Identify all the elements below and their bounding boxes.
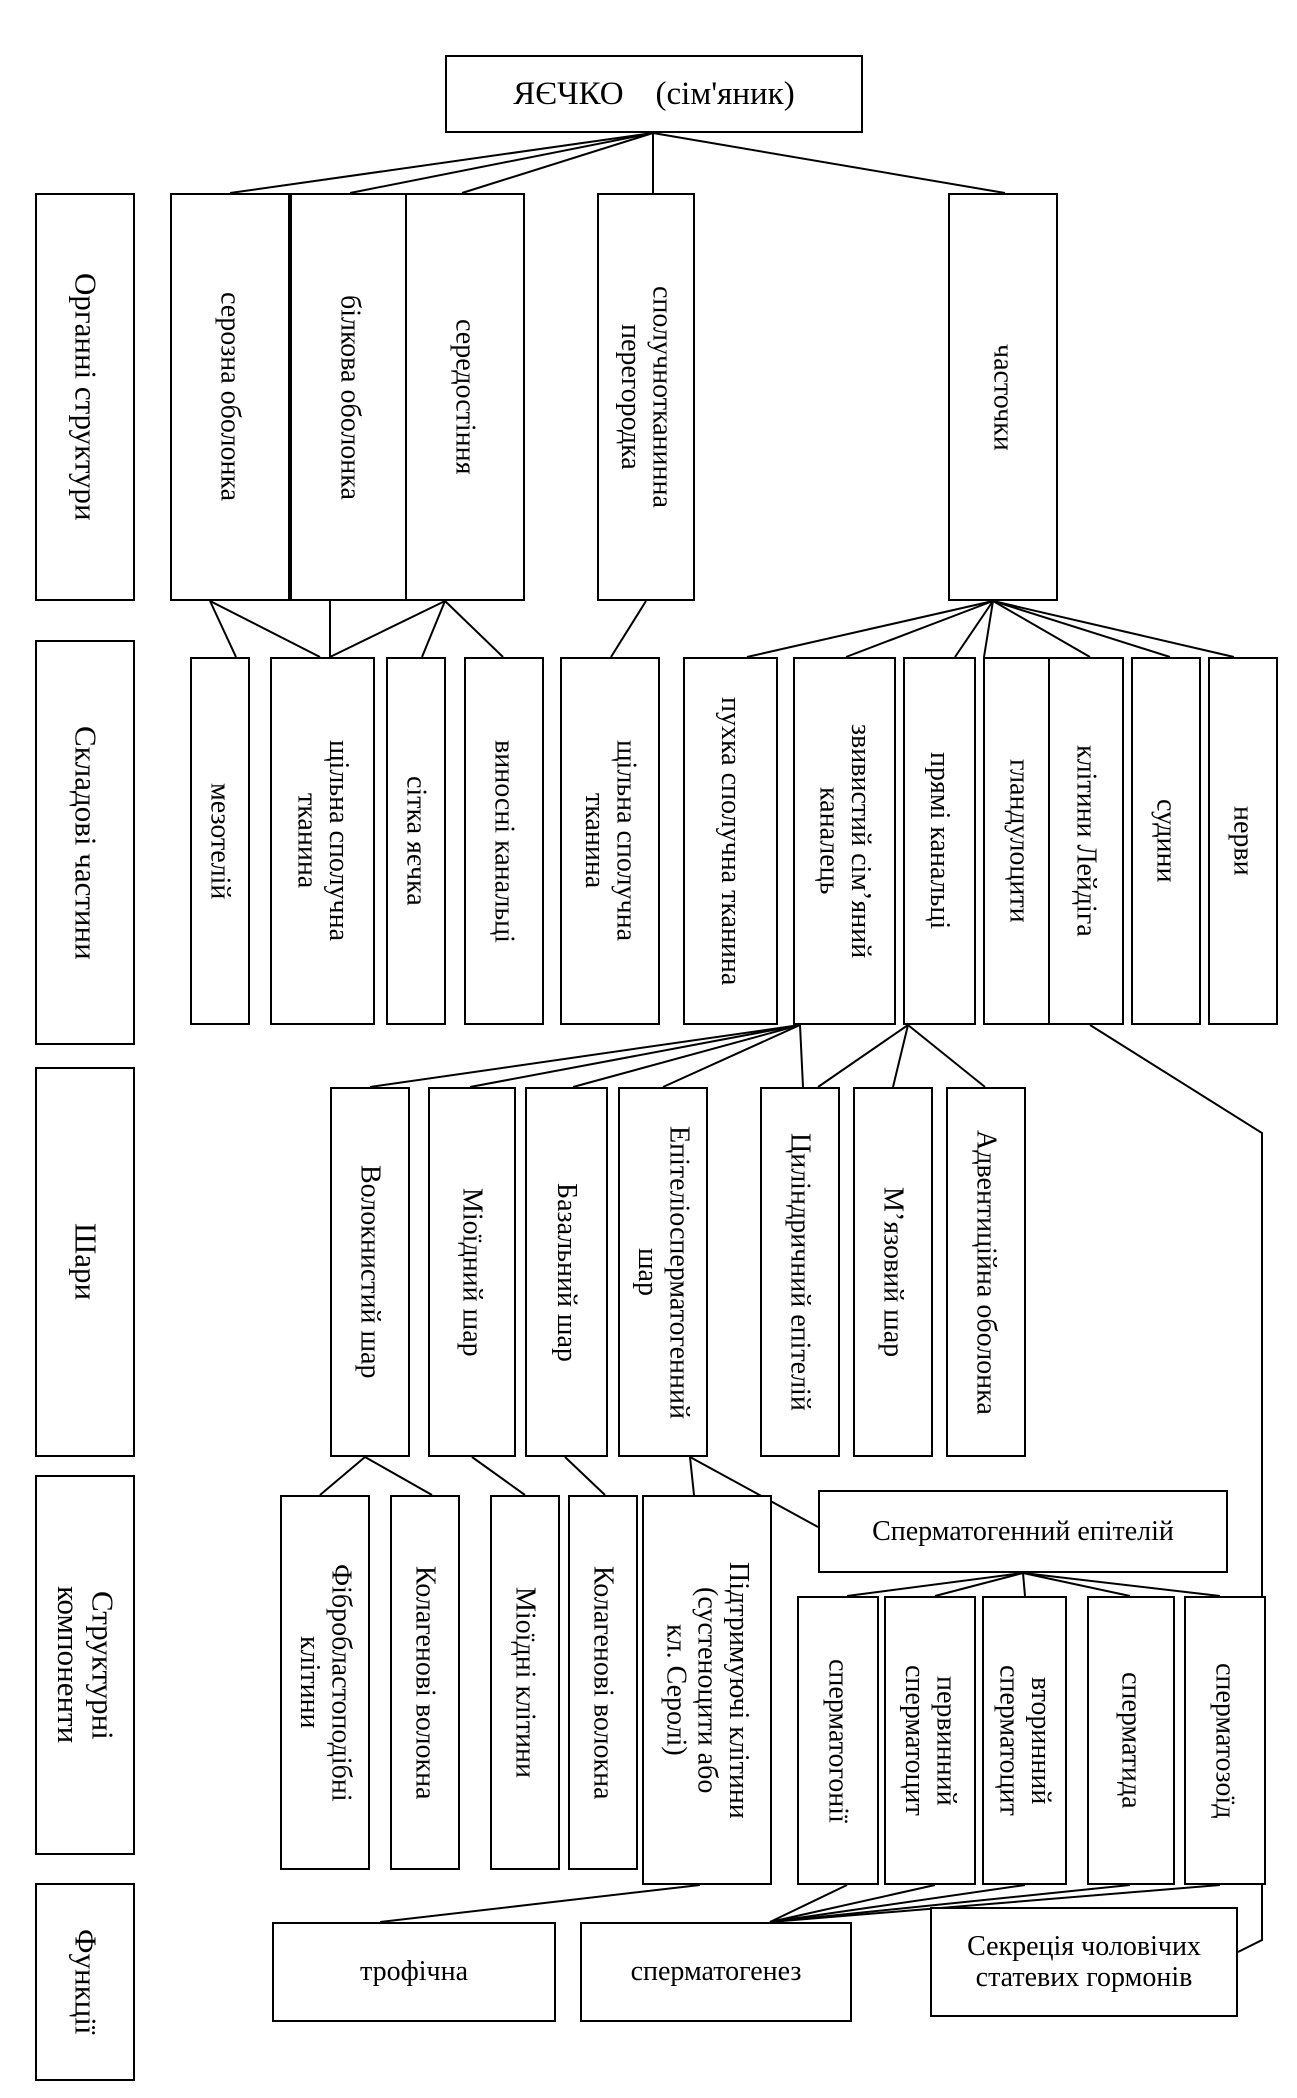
row-label-components: Складові частини (35, 640, 135, 1045)
struct-collagen-fibers-1: Колагенові волокна (390, 1495, 460, 1870)
struct-spermatogonia: сперматогонії (797, 1596, 879, 1885)
row-label-structural-components: Структурні компоненти (35, 1475, 135, 1855)
layer-adventitia: Адвентиційна оболонка (946, 1087, 1026, 1457)
organ-lobules: часточки (948, 193, 1058, 601)
component-nerves: нерви (1208, 657, 1278, 1025)
layer-fibrous: Волокнистий шар (330, 1087, 410, 1457)
component-leydig-cells: клітини Лейдіга (1048, 657, 1124, 1025)
struct-primary-spermatocyte: первинний сперматоцит (884, 1596, 976, 1885)
title-box: ЯЄЧКО (сім'яник) (445, 55, 863, 133)
organ-mediastinum: середостіння (405, 193, 525, 601)
layer-cylindrical-epithelium: Циліндричний епітелій (760, 1087, 840, 1457)
struct-myoid-cells: Міоїдні клітини (490, 1495, 560, 1870)
organ-tunica-albuginea: білкова оболонка (290, 193, 410, 601)
organ-serous-membrane: серозна оболонка (170, 193, 290, 601)
title-sub: (сім'яник) (655, 75, 795, 112)
function-spermatogenesis: сперматогенез (580, 1922, 852, 2022)
row-label-layers: Шари (35, 1067, 135, 1457)
function-hormone-secretion: Секреція чоловічих статевих гормонів (930, 1907, 1238, 2017)
component-efferent-ducts: виносні канальці (464, 657, 544, 1025)
component-glandulocytes: гландулоцити (983, 657, 1055, 1025)
row-label-organ-structures: Органні структури (35, 193, 135, 601)
struct-collagen-fibers-2: Колагенові волокна (568, 1495, 638, 1870)
component-convoluted-tubule: звивистий сім’яний каналець (793, 657, 896, 1025)
struct-supporting-cells: Підтримуючі клітини (сустеноцити або кл.… (642, 1495, 772, 1885)
component-dense-ct-2: щільна сполучна тканина (560, 657, 660, 1025)
struct-spermatogenic-epithelium: Сперматогенний епітелій (818, 1490, 1228, 1573)
component-dense-ct-1: щільна сполучна тканина (270, 657, 375, 1025)
layer-muscular: М’язовий шар (853, 1087, 933, 1457)
function-trophic: трофічна (272, 1922, 556, 2022)
component-mesothelium: мезотелій (190, 657, 250, 1025)
layer-basal: Базальний шар (525, 1087, 608, 1457)
component-rete-testis: сітка яєчка (386, 657, 446, 1025)
title-main: ЯЄЧКО (513, 75, 624, 112)
component-straight-tubules: прямі канальці (903, 657, 976, 1025)
struct-fibroblast-like-cells: Фібробластоподібні клітини (280, 1495, 370, 1870)
struct-spermatid: сперматида (1087, 1596, 1175, 1885)
layer-epitheliospermatogenic: Епітеліосперматогенний шар (618, 1087, 708, 1457)
component-loose-ct: пухка сполучна тканина (683, 657, 778, 1025)
organ-septa: сполучнотканинна перегородка (597, 193, 695, 601)
struct-spermatozoid: сперматозоїд (1184, 1596, 1266, 1885)
layer-myoid: Міоїдний шар (428, 1087, 516, 1457)
component-vessels: судини (1131, 657, 1201, 1025)
row-label-functions: Функції (35, 1883, 135, 2081)
struct-secondary-spermatocyte: вторинний сперматоцит (982, 1596, 1067, 1885)
